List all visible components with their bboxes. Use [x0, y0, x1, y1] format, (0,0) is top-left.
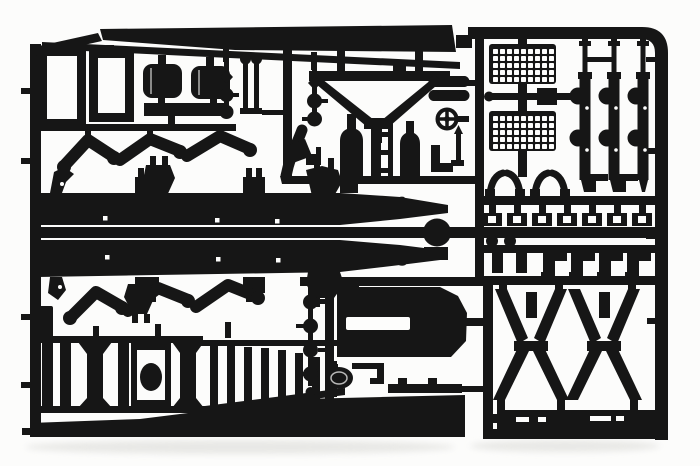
x-cross-member: [493, 281, 569, 410]
small-fittings-column: [428, 71, 476, 172]
upper-suspension-arms: [57, 127, 342, 198]
white-details: [58, 49, 647, 422]
axle-rod: [486, 93, 586, 100]
leaf-spring-assembly: [627, 34, 650, 192]
x-cross-member: [566, 281, 642, 410]
chassis-rail-upper: [38, 167, 448, 225]
panel-slot: [346, 317, 410, 330]
round-runner-hub: [423, 218, 451, 247]
x-cross-members: [493, 281, 642, 410]
long-side-panel: [100, 25, 472, 52]
leaf-spring-assemblies: [569, 34, 658, 192]
brake-drum-part: [140, 363, 162, 391]
funnel-and-bottles: [309, 46, 446, 177]
bottle-part: [340, 114, 363, 177]
air-tank-parts: [143, 55, 230, 125]
grille-mesh-holes: [493, 49, 554, 82]
linkage-chains: [213, 44, 328, 184]
bottle-part: [400, 121, 420, 177]
pot-part: [325, 367, 353, 389]
lower-suspension-arms: [37, 272, 344, 340]
bumper-bar: [483, 410, 666, 438]
window-frame-parts: [36, 42, 236, 131]
grille-mesh-holes: [493, 116, 554, 149]
steering-wheel-part: [435, 107, 469, 131]
sprue-black-parts: [21, 25, 668, 440]
shadow-under-sprue: [25, 440, 660, 454]
s-hook-lower: [393, 248, 406, 266]
s-hook-upper: [393, 196, 406, 214]
